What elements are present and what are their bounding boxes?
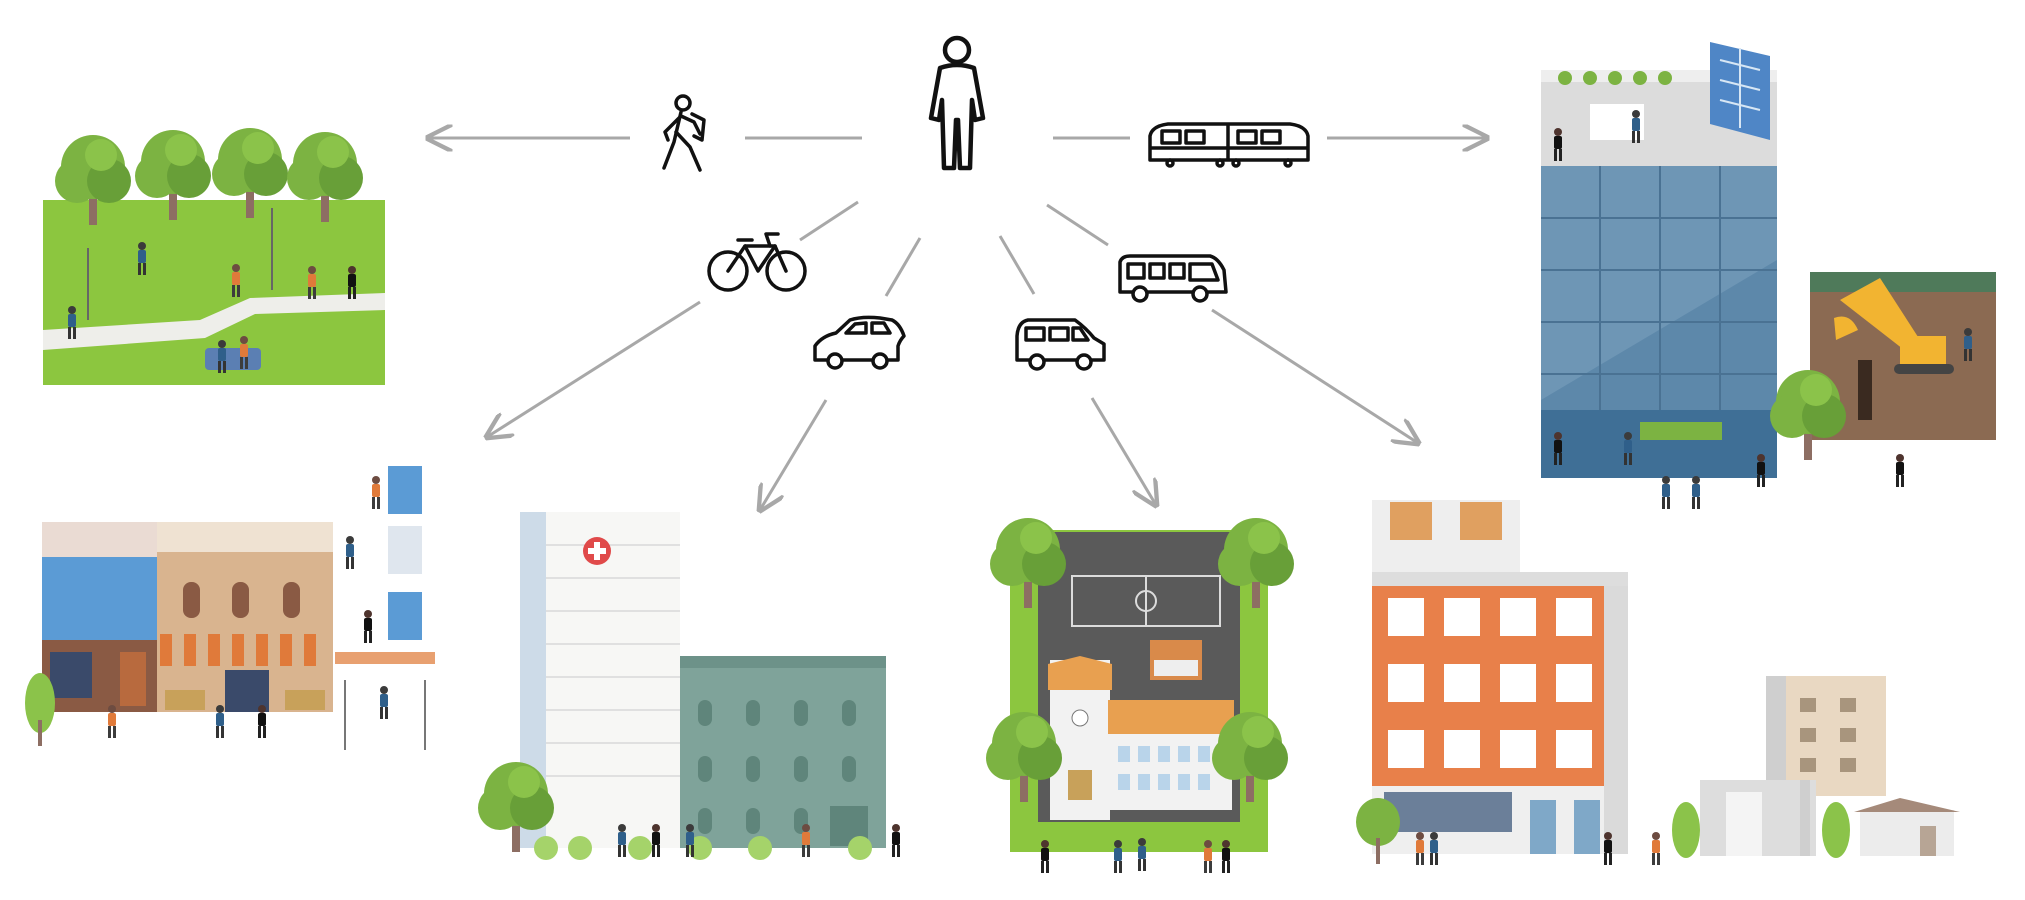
train-icon <box>1148 122 1310 168</box>
bus-icon <box>1118 254 1228 303</box>
construction-site-illustration <box>1662 272 1996 509</box>
office-tower-illustration <box>1541 42 1777 478</box>
van-link <box>998 235 1036 295</box>
arrow-to-school <box>1090 397 1156 505</box>
bike-link <box>799 200 859 242</box>
hospital-illustration <box>478 512 900 860</box>
car-link <box>884 237 922 297</box>
park-illustration <box>43 128 385 385</box>
van-icon <box>1015 318 1106 371</box>
person-icon <box>928 35 986 171</box>
bus-link <box>1046 203 1109 247</box>
apartment-illustration <box>1356 500 1960 865</box>
arrow-to-housing <box>1211 308 1418 443</box>
shopping-street-illustration <box>25 466 435 750</box>
car-icon <box>813 315 906 370</box>
arrow-to-hospital <box>760 399 828 510</box>
pedestrian-icon <box>662 94 706 172</box>
bicycle-icon <box>707 232 807 292</box>
school-illustration <box>986 518 1294 873</box>
connection-arrows <box>428 138 1487 510</box>
arrow-to-shops <box>487 300 701 437</box>
